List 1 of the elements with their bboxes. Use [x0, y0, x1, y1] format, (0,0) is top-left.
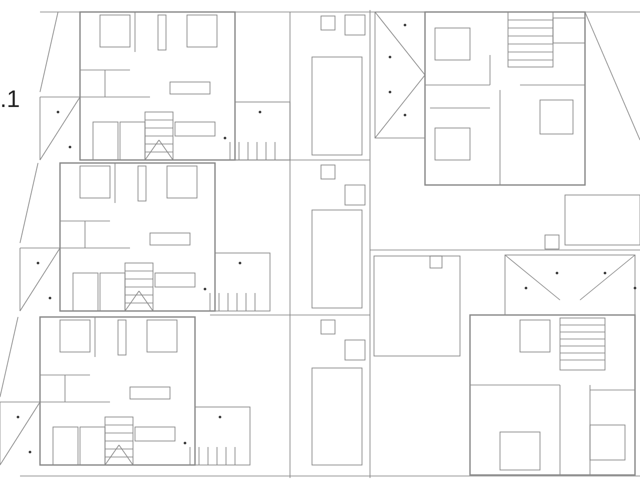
plan-label: .1: [0, 86, 20, 114]
